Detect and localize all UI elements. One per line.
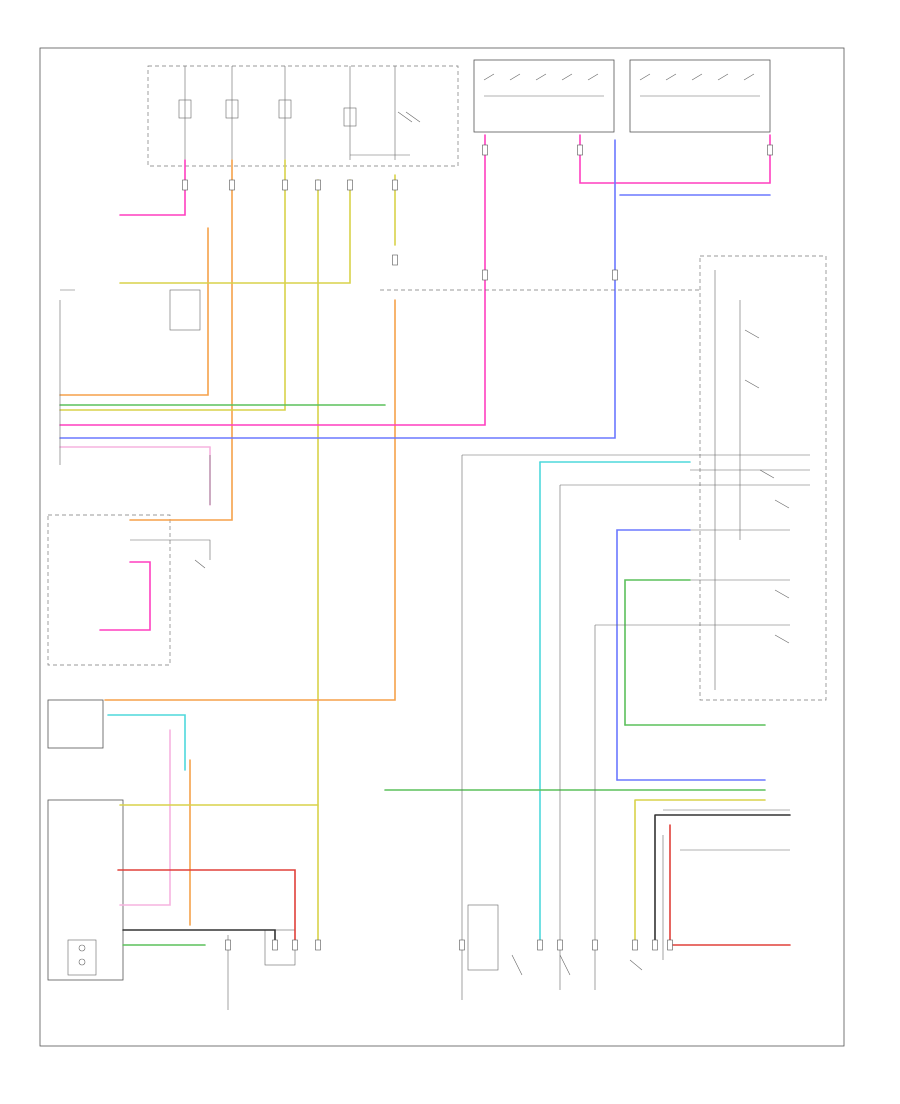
connector-marker-13: [537, 939, 543, 951]
connector-marker-12: [459, 939, 465, 951]
connector-marker-22: [225, 939, 231, 951]
fuse-block: [147, 65, 459, 167]
connector-marker-15: [592, 939, 598, 951]
wire-red-28: [669, 824, 791, 946]
connector-marker-11: [392, 254, 398, 266]
wire-blue-25: [616, 529, 691, 781]
connector-marker-21: [292, 939, 298, 951]
connector-marker-14: [557, 939, 563, 951]
connector-marker-18: [667, 939, 673, 951]
connector-marker-17: [652, 939, 658, 951]
connector-marker-4: [347, 179, 353, 191]
wire-cyan-18: [107, 714, 186, 771]
wire-yellow-27: [634, 799, 766, 946]
wire-harness: [59, 134, 791, 946]
connector-marker-9: [612, 269, 618, 281]
connector-marker-1: [229, 179, 235, 191]
connector-markers: [182, 144, 773, 951]
wire-orange-7: [104, 299, 396, 701]
diagram-frame: [39, 47, 845, 1047]
connector-marker-8: [767, 144, 773, 156]
wire-pink-10: [579, 134, 771, 184]
left-components: [47, 289, 206, 981]
connector-marker-6: [482, 144, 488, 156]
wire-yellow-5: [119, 179, 351, 284]
relay-box-right: [690, 255, 827, 701]
wire-blue-11: [59, 139, 616, 439]
connector-marker-19: [315, 939, 321, 951]
wire-red-21: [117, 869, 296, 946]
switch-block-upper-right: [473, 59, 771, 133]
gray-connections: [59, 289, 790, 1010]
connector-marker-20: [272, 939, 278, 951]
wire-green-22: [624, 579, 691, 726]
connector-marker-2: [282, 179, 288, 191]
wire-black-30: [122, 929, 276, 946]
wire-orange-4: [59, 227, 209, 396]
bottom-components: [264, 904, 643, 976]
connector-marker-16: [632, 939, 638, 951]
wire-black-29: [654, 814, 791, 946]
wire-pink-9: [59, 134, 486, 426]
connector-marker-10: [482, 269, 488, 281]
wire-pink-14: [99, 561, 151, 631]
connector-marker-0: [182, 179, 188, 191]
wire-pink-0: [119, 159, 186, 216]
connector-marker-3: [315, 179, 321, 191]
wire-orange-1: [129, 159, 233, 521]
wire-lightpink-19: [119, 729, 171, 906]
wire-yellow-2: [59, 159, 286, 411]
connector-marker-5: [392, 179, 398, 191]
connector-marker-7: [577, 144, 583, 156]
